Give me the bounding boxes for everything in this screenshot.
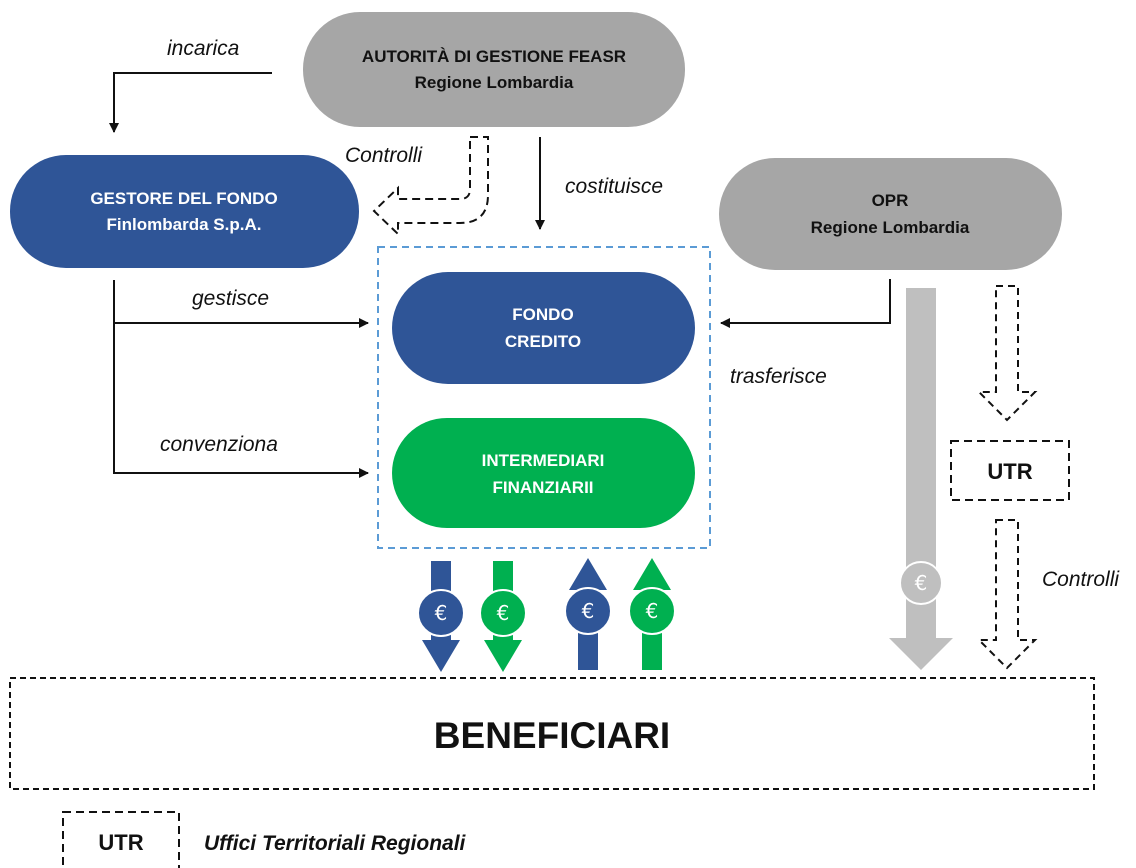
euro-symbol: € <box>497 601 510 625</box>
label-controlli-left: Controlli <box>345 144 423 167</box>
arrow-trasferisce <box>720 279 891 328</box>
euro-arrow-down-blue: € <box>417 561 465 672</box>
euro-symbol: € <box>435 601 448 625</box>
euro-badge-gray: € <box>899 561 943 605</box>
node-beneficiari: BENEFICIARI <box>9 677 1095 790</box>
legend-description: Uffici Territoriali Regionali <box>204 832 467 855</box>
node-opr-line2: Regione Lombardia <box>811 218 970 237</box>
node-utr-label: UTR <box>987 459 1032 484</box>
node-gestore-line2: Finlombarda S.p.A. <box>107 215 262 234</box>
arrow-controlli-left <box>372 136 489 237</box>
label-incarica: incarica <box>167 37 239 60</box>
euro-symbol: € <box>582 599 595 623</box>
label-trasferisce: trasferisce <box>730 365 827 388</box>
node-opr-line1: OPR <box>872 191 909 210</box>
node-opr: OPR Regione Lombardia <box>719 158 1062 270</box>
arrow-incarica <box>109 72 272 133</box>
euro-arrow-down-green: € <box>479 561 527 672</box>
label-gestisce: gestisce <box>192 287 269 310</box>
arrow-opr-to-beneficiari <box>889 288 953 670</box>
arrow-utr-to-beneficiari <box>976 519 1038 670</box>
node-autorita-line2: Regione Lombardia <box>415 73 574 92</box>
euro-symbol: € <box>915 571 928 595</box>
node-fondo-credito: FONDO CREDITO <box>392 272 695 384</box>
label-costituisce: costituisce <box>565 175 663 198</box>
arrow-convenziona <box>113 323 369 478</box>
node-utr: UTR <box>950 440 1070 501</box>
node-intermediari-line1: INTERMEDIARI <box>482 451 605 470</box>
euro-arrow-up-green: € <box>628 558 676 670</box>
node-intermediari-line2: FINANZIARII <box>492 478 593 497</box>
node-gestore-del-fondo: GESTORE DEL FONDO Finlombarda S.p.A. <box>10 155 359 268</box>
label-controlli-right: Controlli <box>1042 568 1120 591</box>
node-beneficiari-label: BENEFICIARI <box>434 715 670 756</box>
node-gestore-line1: GESTORE DEL FONDO <box>90 189 277 208</box>
node-intermediari-finanziarii: INTERMEDIARI FINANZIARII <box>392 418 695 528</box>
node-autorita-di-gestione: AUTORITÀ DI GESTIONE FEASR Regione Lomba… <box>303 12 685 127</box>
label-convenziona: convenziona <box>160 433 278 456</box>
node-fondo-line2: CREDITO <box>505 332 581 351</box>
euro-symbol: € <box>646 599 659 623</box>
euro-arrow-up-blue: € <box>564 558 612 670</box>
arrow-opr-to-utr <box>976 285 1038 422</box>
legend-utr-label: UTR <box>98 830 143 855</box>
legend: UTR Uffici Territoriali Regionali <box>62 811 467 868</box>
node-fondo-line1: FONDO <box>512 305 573 324</box>
node-autorita-line1: AUTORITÀ DI GESTIONE FEASR <box>362 47 626 66</box>
fondo-container <box>377 246 711 549</box>
